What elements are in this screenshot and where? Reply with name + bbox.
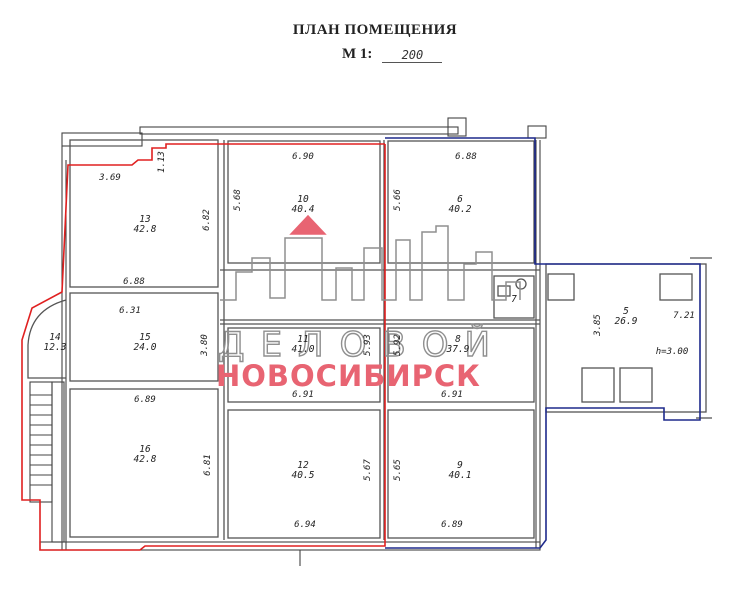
dimension-label: 5.92 — [393, 334, 403, 356]
room-area: 40.4 — [292, 204, 315, 215]
room-number: 5 — [623, 306, 629, 317]
room-number: 14 — [49, 332, 61, 343]
dimension-label: 6.82 — [202, 209, 212, 231]
dimension-label: 6.94 — [294, 520, 316, 530]
room-number: 11 — [297, 334, 308, 345]
room-area: 42.8 — [134, 454, 157, 465]
dimension-label: 6.88 — [123, 277, 145, 287]
dimension-label: 5.93 — [363, 334, 373, 356]
dimension-label: 5.65 — [393, 459, 403, 481]
dimension-label: 6.91 — [292, 390, 314, 400]
dimension-label: h=3.00 — [656, 347, 689, 357]
dimension-label: 6.89 — [134, 395, 156, 405]
room-number: 10 — [297, 194, 309, 205]
room-number: 12 — [297, 460, 309, 471]
dimension-label: 3.85 — [593, 314, 603, 337]
room-number: 16 — [139, 444, 151, 455]
watermark-line-2: НОВОСИБИРСК — [216, 359, 481, 393]
dimension-label: 5.68 — [233, 189, 243, 211]
dimension-label: 7.21 — [673, 311, 695, 321]
watermark-logo — [220, 214, 521, 301]
room-area: 24.0 — [134, 342, 157, 353]
room-area: 26.9 — [615, 316, 638, 327]
room-labels: 10 40.4 6 40.2 13 42.8 15 24.0 14 12.3 1… — [44, 194, 638, 481]
building-walls — [29, 117, 547, 566]
dimension-label: 6.89 — [441, 520, 463, 530]
room-number: 15 — [139, 332, 151, 343]
room-number: 13 — [139, 214, 151, 225]
dimension-label: 6.90 — [292, 152, 314, 162]
room-area: 41.0 — [292, 344, 315, 355]
dimension-label: 3.80 — [200, 334, 210, 357]
dimension-label: 1.13 — [157, 151, 167, 173]
room-area: 42.8 — [134, 224, 157, 235]
dimension-label: 3.69 — [98, 173, 121, 183]
scale-row: М 1: 200 — [342, 46, 443, 66]
dimension-label: 6.88 — [455, 152, 477, 162]
dimension-label: 5.66 — [393, 189, 403, 211]
room-area: 40.5 — [292, 470, 315, 481]
room-number: 8 — [455, 334, 461, 345]
room-partitions — [27, 139, 712, 540]
scale-value: 200 — [382, 48, 443, 63]
room-number: 6 — [457, 194, 463, 205]
dimension-label: 6.31 — [119, 306, 141, 316]
room-number: 7 — [511, 294, 517, 305]
watermark-line-1: ДЕЛОВОЙ — [218, 324, 506, 365]
dimension-labels: 6.90 6.88 3.69 1.13 5.68 6.82 5.66 6.88 … — [98, 151, 695, 530]
blue-outline — [385, 137, 701, 549]
red-outline — [21, 143, 386, 551]
room-area: 40.2 — [449, 204, 472, 215]
plan-title: ПЛАН ПОМЕЩЕНИЯ — [292, 22, 458, 38]
dimension-label: 6.91 — [441, 390, 463, 400]
scale-prefix: М 1: — [342, 46, 373, 62]
dimension-label: 5.67 — [363, 459, 373, 481]
room-area: 37.9 — [446, 344, 470, 355]
room-area: 40.1 — [449, 470, 472, 481]
room-number: 9 — [457, 460, 463, 471]
dimension-label: 6.81 — [203, 454, 213, 476]
room-area: 12.3 — [44, 342, 67, 353]
